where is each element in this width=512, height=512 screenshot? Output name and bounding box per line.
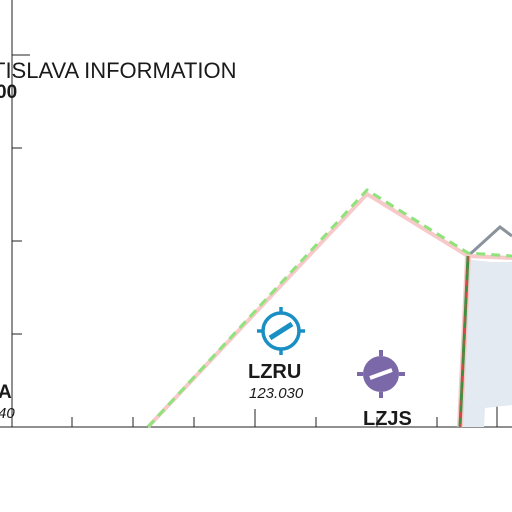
airfield-icon-lzru[interactable] [257, 307, 305, 355]
airfield-code-lzru: LZRU [248, 361, 302, 383]
fir-name-label: TISLAVA INFORMATION [0, 58, 237, 83]
restricted-area-fill [458, 256, 512, 427]
chart-frame [0, 0, 512, 428]
airfield-code-lzjs: LZJS [363, 408, 412, 430]
airspace-boundary-green-dashed [146, 188, 512, 429]
fir-frequency-label: 00 [0, 82, 18, 103]
left-airfield-frequency: 40 [0, 405, 15, 422]
border-line-red-dash [459, 255, 469, 428]
airfield-frequency-lzru: 123.030 [249, 385, 304, 402]
airfield-icon-lzjs[interactable] [357, 350, 405, 398]
airspace-boundary-pink [146, 191, 512, 429]
left-airfield-code: A [0, 382, 12, 403]
restricted-area-boundary [466, 225, 512, 258]
